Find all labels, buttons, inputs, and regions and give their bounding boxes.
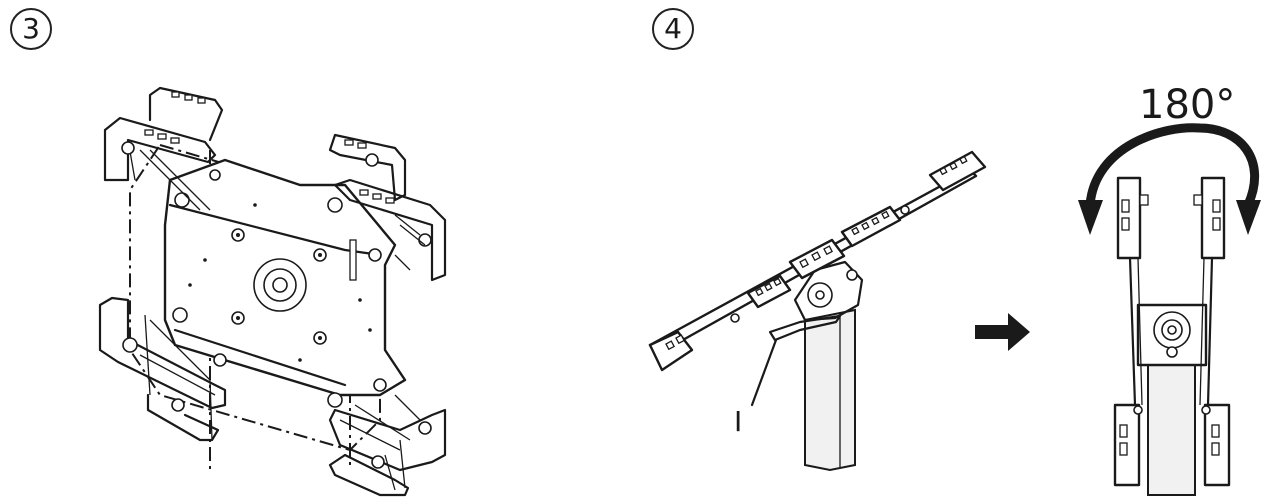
step-number-badge: 3 [10, 8, 52, 50]
rotation-angle-label: 180° [1139, 82, 1236, 128]
upright-tablet-stand [1113, 176, 1231, 496]
tilted-tablet-stand [648, 150, 987, 472]
part-callout-label: I [734, 405, 743, 438]
step-number-badge: 4 [652, 8, 694, 50]
step-3-panel: 3 [0, 0, 600, 499]
rotate-arrow-icon [1078, 123, 1261, 235]
exploded-mount-bracket [98, 86, 447, 497]
right-arrow-icon [975, 313, 1030, 351]
step-4-panel: 4 I [600, 0, 1265, 499]
